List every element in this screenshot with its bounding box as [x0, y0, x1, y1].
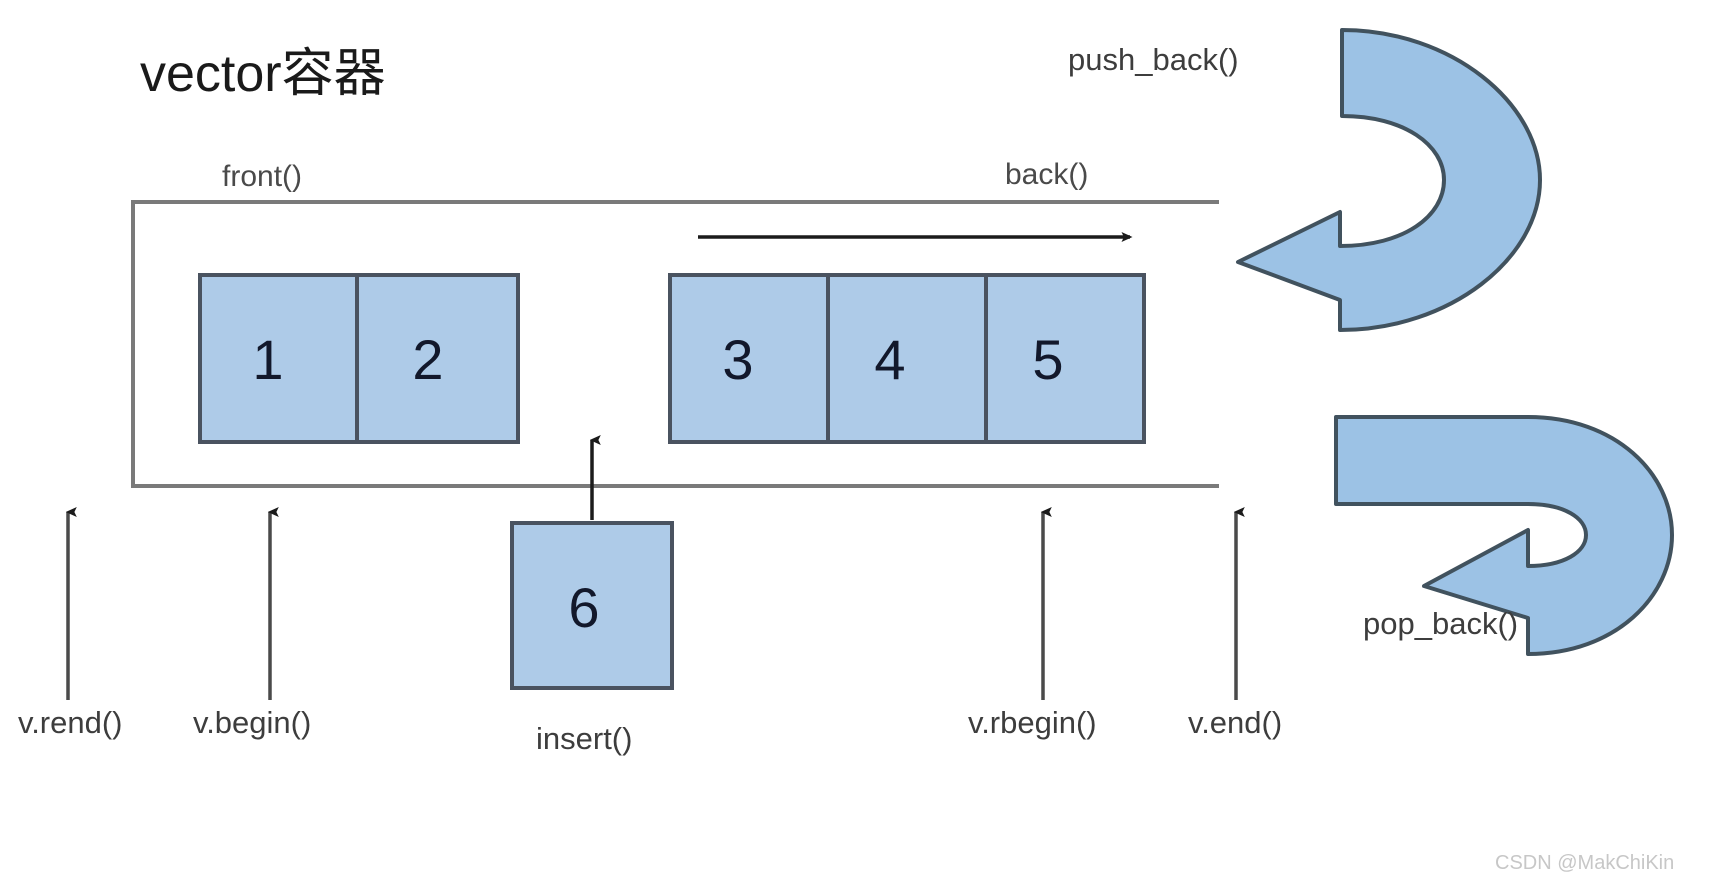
cell-value-5: 5: [1032, 328, 1064, 391]
pop-back-arrow-icon: [1334, 415, 1674, 656]
label-push-back: push_back(): [1068, 42, 1239, 77]
cell-value-3: 3: [722, 328, 754, 391]
cell-value-4: 4: [874, 328, 906, 391]
insert-cell-value-6: 6: [568, 576, 600, 639]
label-pop-back: pop_back(): [1363, 606, 1519, 641]
insert-cell: [510, 435, 674, 690]
label-rend: v.rend(): [18, 705, 123, 740]
cell-value-1: 1: [252, 328, 284, 391]
cell-group-right: [668, 273, 1146, 444]
label-rbegin: v.rbegin(): [968, 705, 1097, 740]
label-front: front(): [222, 160, 303, 193]
label-back: back(): [1005, 158, 1089, 191]
label-insert: insert(): [536, 721, 633, 756]
watermark: CSDN @MakChiKin: [1495, 852, 1675, 874]
vector-container-outline: [131, 200, 1219, 488]
cell-group-left: [198, 273, 520, 444]
cell-value-2: 2: [412, 328, 444, 391]
push-back-arrow-icon: [1236, 28, 1542, 332]
label-end: v.end(): [1188, 705, 1283, 740]
page-title: vector容器: [140, 45, 386, 103]
label-begin: v.begin(): [193, 705, 312, 740]
